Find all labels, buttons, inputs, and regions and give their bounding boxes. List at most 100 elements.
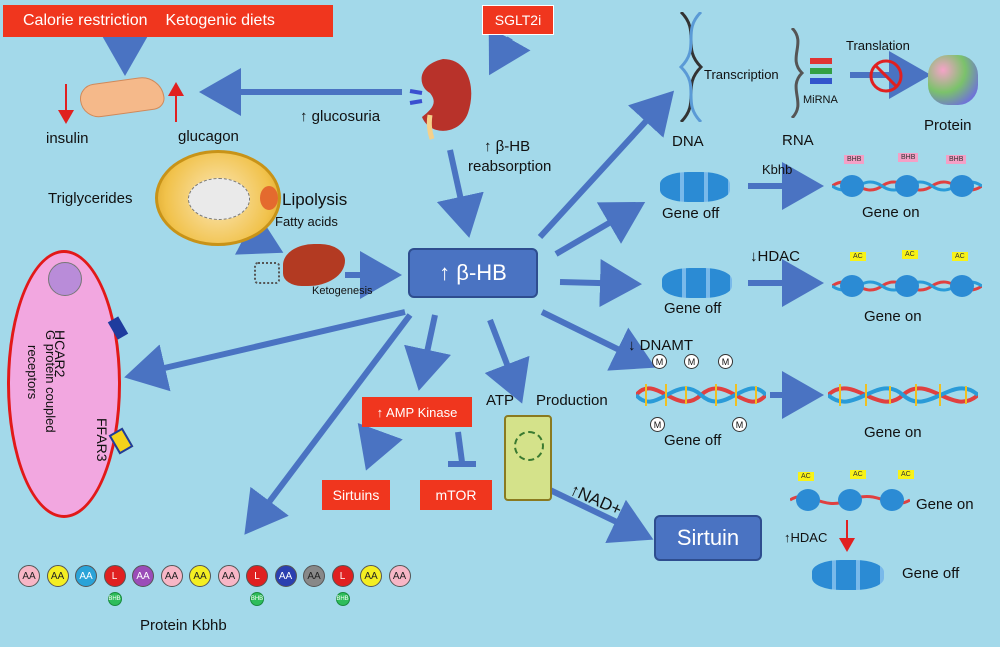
bhb-reabsorption-label-1: ↑ β-HB	[484, 138, 531, 155]
lysine-residue: L	[103, 565, 126, 587]
arrow-bhb-to-dnmt	[540, 309, 656, 371]
diet-box: Calorie restriction Ketogenic diets	[3, 5, 333, 37]
gpcr-desc-2: receptors	[25, 345, 40, 400]
lipolysis-label: Lipolysis	[282, 190, 348, 209]
arrow-bhb-to-ampk	[404, 314, 452, 391]
kidney-icon	[409, 59, 472, 140]
glucagon-label: glucagon	[178, 128, 239, 145]
glucosuria-label: ↑ glucosuria	[300, 108, 381, 125]
kbhb-gene-off-label: Gene off	[662, 205, 720, 222]
nucleosome-off-hdac	[662, 268, 732, 298]
beta-hb-center-box: ↑ β-HB	[408, 248, 538, 298]
triglycerides-label: Triglycerides	[48, 190, 133, 207]
arrow-bhb-to-atp	[484, 318, 530, 404]
arrow-ampk-to-sirtuins	[357, 422, 403, 471]
fatty-acid-chain-icon	[254, 262, 280, 284]
bhb-tag-3: BHB	[946, 155, 967, 164]
methylated-dna-icon	[636, 384, 766, 406]
dna-label: DNA	[672, 133, 704, 150]
rna-label: RNA	[782, 132, 814, 149]
dnmt-label: ↓ DNAMT	[628, 337, 693, 354]
amino-acid-residue: AA	[303, 565, 325, 587]
arrow-bhb-to-kbhb	[554, 201, 646, 257]
dna-helix-icon	[678, 12, 704, 122]
ac-tag-3: AC	[952, 252, 968, 261]
rna-strand-icon	[790, 28, 805, 118]
sglt2i-box: SGLT2i	[482, 5, 554, 35]
amino-acid-residue: AA	[388, 565, 411, 587]
diet-calorie-restriction: Calorie restriction	[23, 12, 148, 29]
gpcr-desc-1: G protein coupled	[43, 330, 58, 433]
bhb-tag-1: BHB	[844, 155, 865, 164]
production-label: Production	[536, 392, 608, 409]
ffar3-label: FFAR3	[94, 418, 110, 462]
amino-acid-residue: AA	[160, 565, 183, 587]
nucleosome-off-kbhb	[660, 172, 730, 202]
sirtuins-box: Sirtuins	[322, 480, 390, 510]
mtor-box: mTOR	[420, 480, 492, 510]
lipase-icon	[260, 186, 278, 210]
bhb-modification: BHB	[250, 592, 264, 606]
atp-label: ATP	[486, 392, 515, 409]
nucleosome-on-hdac	[832, 275, 982, 297]
ac-tag-1: AC	[850, 252, 866, 261]
mitochondrion-icon	[504, 415, 552, 501]
unmethylated-dna-icon	[828, 384, 978, 406]
sirtuin-ac-tag-2: AC	[850, 470, 866, 479]
dnmt-gene-off-label: Gene off	[664, 432, 722, 449]
bhb-reabsorption-label-2: reabsorption	[468, 158, 552, 175]
arrow-bhb-to-protein	[244, 313, 413, 535]
amino-acid-residue: AA	[217, 565, 240, 587]
fatty-acids-label: Fatty acids	[275, 214, 338, 229]
arrow-bhb-to-dna	[537, 90, 675, 240]
amino-acid-residue: AA	[132, 565, 154, 587]
amino-acid-residue: AA	[274, 565, 297, 587]
sirtuin-ac-tag-1: AC	[798, 472, 814, 481]
no-translation-icon	[869, 59, 903, 93]
methyl-m-1: M	[652, 354, 667, 369]
mirna-icon	[810, 58, 832, 84]
hdac-gene-on-label: Gene on	[864, 308, 922, 325]
protein-structure-icon	[928, 55, 978, 105]
sirtuin-gene-on-label: Gene on	[916, 496, 974, 513]
lysine-residue: L	[331, 565, 354, 587]
arrow-fatty-acids	[234, 212, 284, 255]
hdac-down-label: ↓HDAC	[750, 248, 801, 265]
transcription-label: Transcription	[704, 67, 779, 82]
mirna-label: MiRNA	[803, 94, 838, 106]
sirtuin-box: Sirtuin	[654, 515, 762, 561]
sirtuin-gene-off-label: Gene off	[902, 565, 960, 582]
lysine-residue: L	[246, 565, 268, 587]
hdac-gene-off-label: Gene off	[664, 300, 722, 317]
diet-ketogenic: Ketogenic diets	[165, 12, 275, 29]
arrow-mito-to-sirtuin	[548, 487, 654, 544]
nucleus-icon	[48, 262, 82, 296]
methyl-m-5: M	[732, 417, 747, 432]
amino-acid-residue: AA	[75, 565, 97, 587]
ketogenesis-label: Ketogenesis	[312, 285, 373, 297]
methyl-m-4: M	[650, 417, 665, 432]
inhibit-mtor-line	[455, 431, 465, 463]
arrow-kidney-to-bhb	[436, 149, 484, 238]
protein-kbhb-label: Protein Kbhb	[140, 617, 227, 634]
kbhb-gene-on-label: Gene on	[862, 204, 920, 221]
methyl-m-2: M	[684, 354, 699, 369]
bhb-modification: BHB	[107, 592, 122, 606]
bhb-modification: BHB	[335, 592, 350, 606]
amino-acid-residue: AA	[18, 565, 40, 587]
translation-label: Translation	[846, 38, 910, 53]
protein-label: Protein	[924, 117, 972, 134]
methyl-m-3: M	[718, 354, 733, 369]
sirtuin-nucleosome-on	[790, 489, 910, 511]
amino-acid-residue: AA	[189, 565, 211, 587]
amino-acid-residue: AA	[46, 565, 69, 587]
amino-acid-residue: AA	[360, 565, 382, 587]
sirtuin-hdac-label: ↑HDAC	[784, 530, 828, 545]
ampk-box: ↑ AMP Kinase	[362, 397, 472, 427]
sirtuin-nucleosome-off	[812, 560, 884, 590]
ac-tag-2: AC	[902, 250, 918, 259]
arrow-sglt2i-to-kidney	[488, 26, 531, 76]
nucleosome-on-kbhb	[832, 175, 982, 197]
insulin-label: insulin	[46, 130, 89, 147]
